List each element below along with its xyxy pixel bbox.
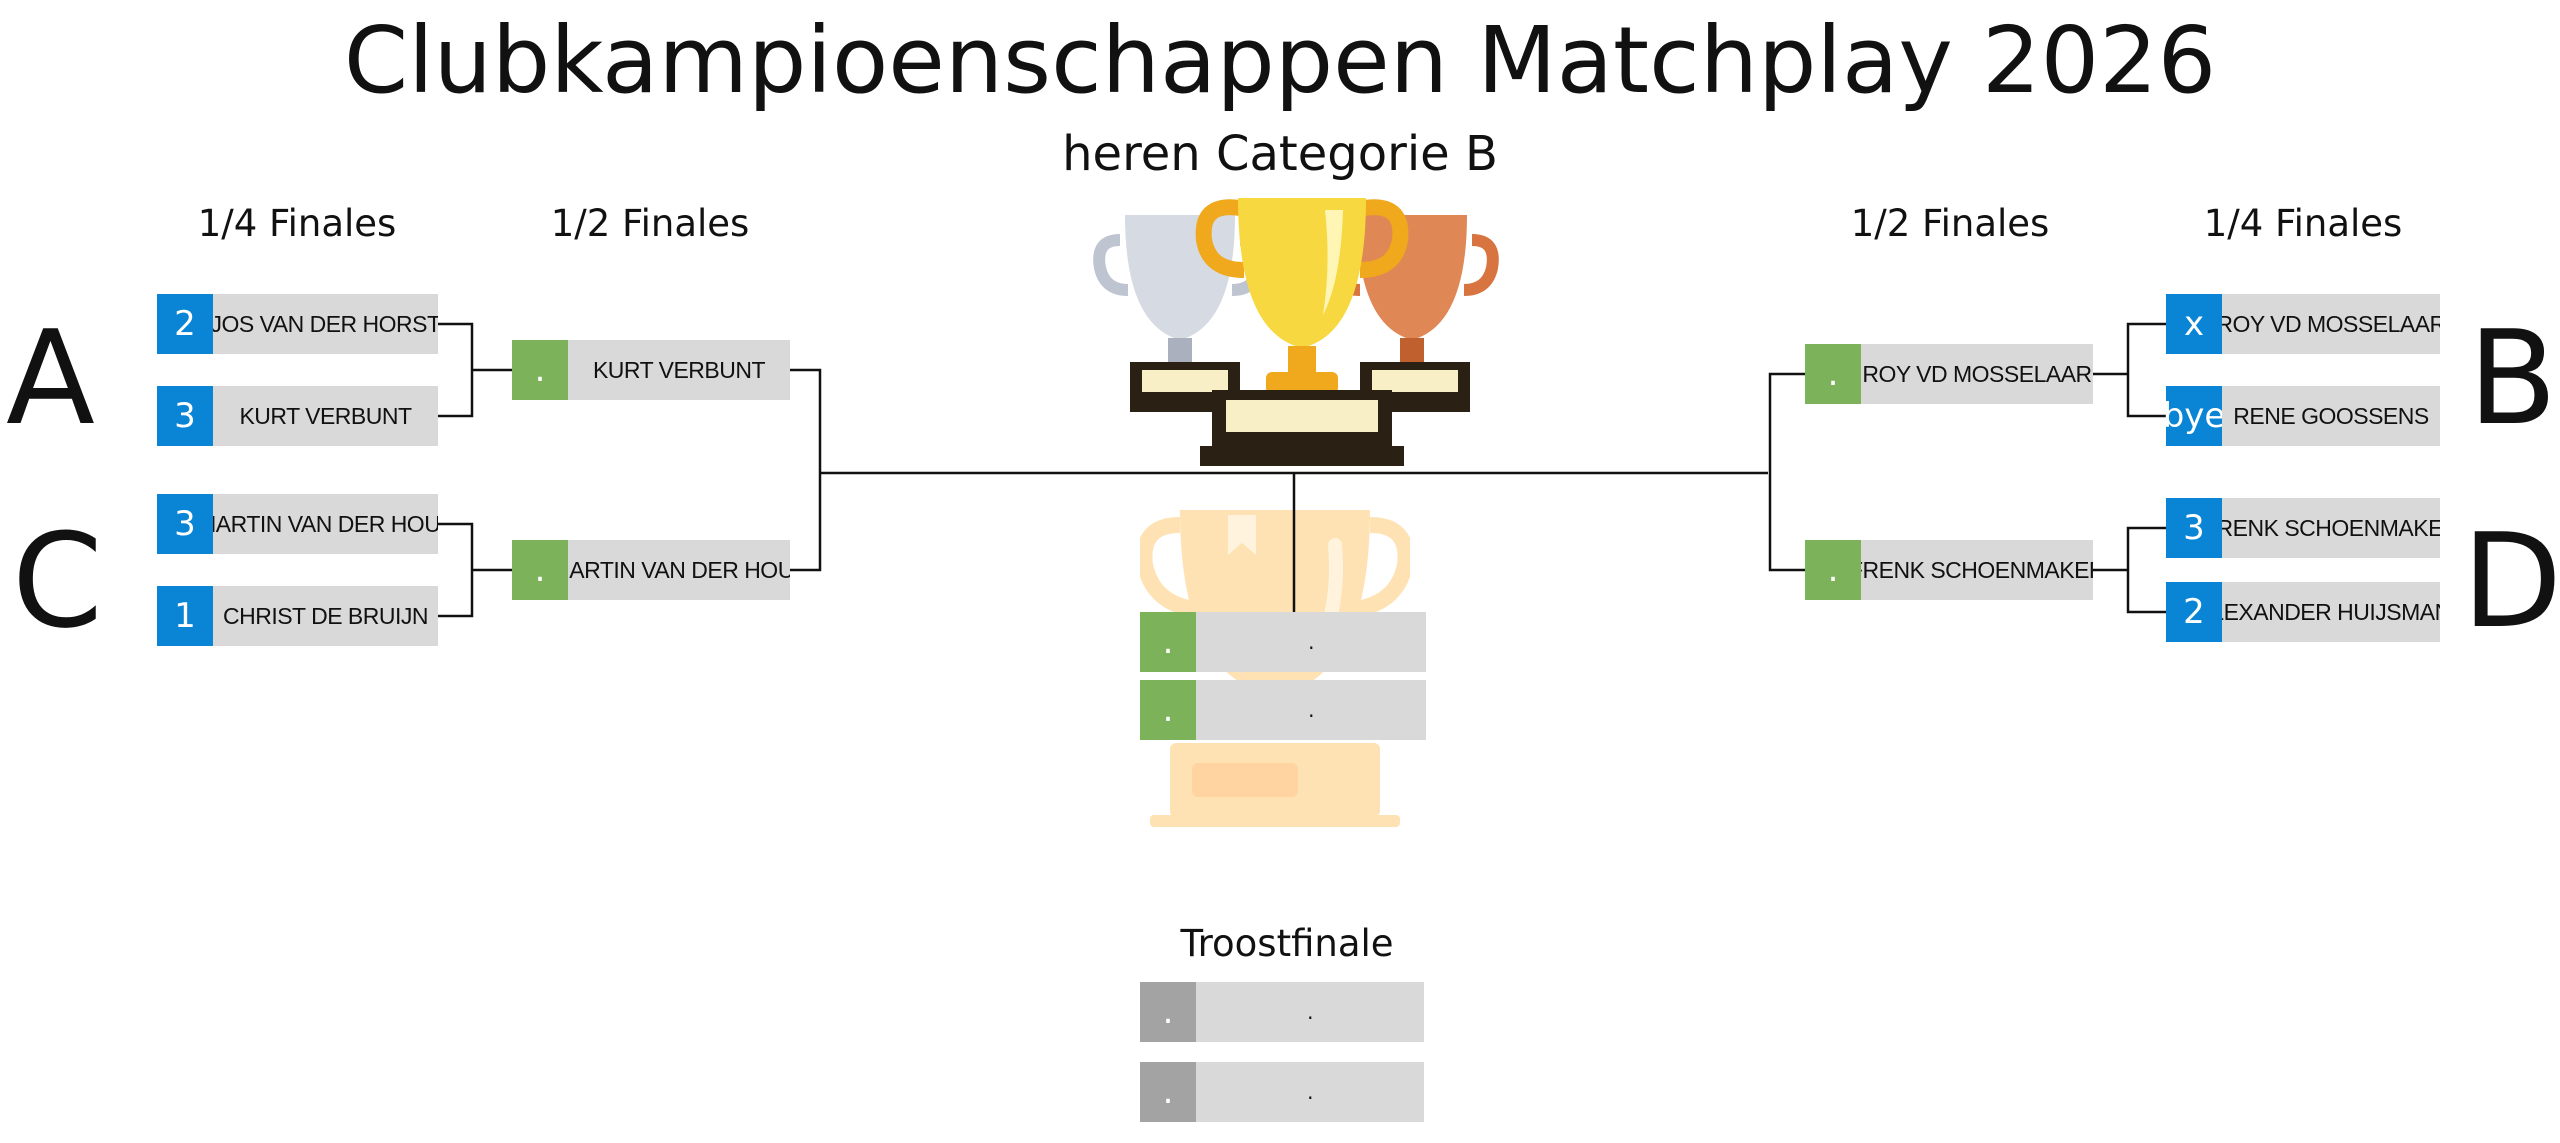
score-badge: 2 bbox=[157, 294, 213, 354]
left-semi-player-2[interactable]: . MARTIN VAN DER HOUT bbox=[512, 540, 790, 600]
left-semi-player-1[interactable]: . KURT VERBUNT bbox=[512, 340, 790, 400]
player-name: . bbox=[1196, 982, 1424, 1042]
player-name: ROY VD MOSSELAAR bbox=[1861, 344, 2093, 404]
player-name: MARTIN VAN DER HOUT bbox=[568, 540, 790, 600]
player-name: ROY VD MOSSELAAR bbox=[2222, 294, 2440, 354]
right-quarter-match-2-player-1[interactable]: 3 FRENK SCHOENMAKER bbox=[2166, 498, 2440, 558]
trophies-podium-icon bbox=[1093, 198, 1499, 466]
consolation-title: Troostfinale bbox=[1180, 922, 1394, 965]
pool-label-a: A bbox=[6, 302, 95, 454]
right-quarter-match-2-player-2[interactable]: 2 ALEXANDER HUIJSMANS bbox=[2166, 582, 2440, 642]
score-badge: . bbox=[1140, 680, 1196, 740]
page-subtitle: heren Categorie B bbox=[1062, 126, 1498, 182]
round-header-right-quarter: 1/4 Finales bbox=[2203, 202, 2403, 245]
pool-label-b: B bbox=[2468, 302, 2558, 454]
round-header-right-semi: 1/2 Finales bbox=[1850, 202, 2050, 245]
score-badge: bye bbox=[2163, 386, 2225, 446]
player-name: . bbox=[1196, 1062, 1424, 1122]
player-name: RENE GOOSSENS bbox=[2222, 386, 2440, 446]
player-name: FRENK SCHOENMAKER bbox=[1861, 540, 2093, 600]
round-header-left-quarter: 1/4 Finales bbox=[197, 202, 397, 245]
left-quarter-match-1-player-1[interactable]: 2 JOS VAN DER HORST bbox=[157, 294, 438, 354]
left-quarter-match-2-player-1[interactable]: 3 MARTIN VAN DER HOUT bbox=[157, 494, 438, 554]
score-badge: . bbox=[1805, 540, 1861, 600]
player-name: . bbox=[1196, 612, 1426, 672]
final-player-1[interactable]: . . bbox=[1140, 612, 1426, 672]
score-badge: x bbox=[2166, 294, 2222, 354]
right-semi-player-1[interactable]: . ROY VD MOSSELAAR bbox=[1805, 344, 2093, 404]
final-player-2[interactable]: . . bbox=[1140, 680, 1426, 740]
score-badge: 1 bbox=[157, 586, 213, 646]
page-title: Clubkampioenschappen Matchplay 2026 bbox=[343, 7, 2217, 114]
round-header-left-semi: 1/2 Finales bbox=[550, 202, 750, 245]
score-badge: . bbox=[1140, 982, 1196, 1042]
score-badge: 2 bbox=[2166, 582, 2222, 642]
score-badge: 3 bbox=[157, 386, 213, 446]
player-name: ALEXANDER HUIJSMANS bbox=[2222, 582, 2440, 642]
left-quarter-match-2-player-2[interactable]: 1 CHRIST DE BRUIJN bbox=[157, 586, 438, 646]
consolation-player-2[interactable]: . . bbox=[1140, 1062, 1424, 1122]
player-name: MARTIN VAN DER HOUT bbox=[213, 494, 438, 554]
score-badge: . bbox=[1805, 344, 1861, 404]
right-quarter-match-1-player-2[interactable]: bye RENE GOOSSENS bbox=[2163, 386, 2440, 446]
player-name: FRENK SCHOENMAKER bbox=[2222, 498, 2440, 558]
score-badge: . bbox=[512, 540, 568, 600]
player-name: KURT VERBUNT bbox=[213, 386, 438, 446]
pool-label-c: C bbox=[12, 505, 103, 657]
player-name: CHRIST DE BRUIJN bbox=[213, 586, 438, 646]
player-name: KURT VERBUNT bbox=[568, 340, 790, 400]
player-name: . bbox=[1196, 680, 1426, 740]
score-badge: . bbox=[1140, 612, 1196, 672]
pool-label-d: D bbox=[2462, 505, 2560, 657]
consolation-player-1[interactable]: . . bbox=[1140, 982, 1424, 1042]
score-badge: 3 bbox=[2166, 498, 2222, 558]
score-badge: 3 bbox=[157, 494, 213, 554]
right-semi-player-2[interactable]: . FRENK SCHOENMAKER bbox=[1805, 540, 2093, 600]
score-badge: . bbox=[512, 340, 568, 400]
right-quarter-match-1-player-1[interactable]: x ROY VD MOSSELAAR bbox=[2166, 294, 2440, 354]
left-quarter-match-1-player-2[interactable]: 3 KURT VERBUNT bbox=[157, 386, 438, 446]
score-badge: . bbox=[1140, 1062, 1196, 1122]
player-name: JOS VAN DER HORST bbox=[213, 294, 438, 354]
